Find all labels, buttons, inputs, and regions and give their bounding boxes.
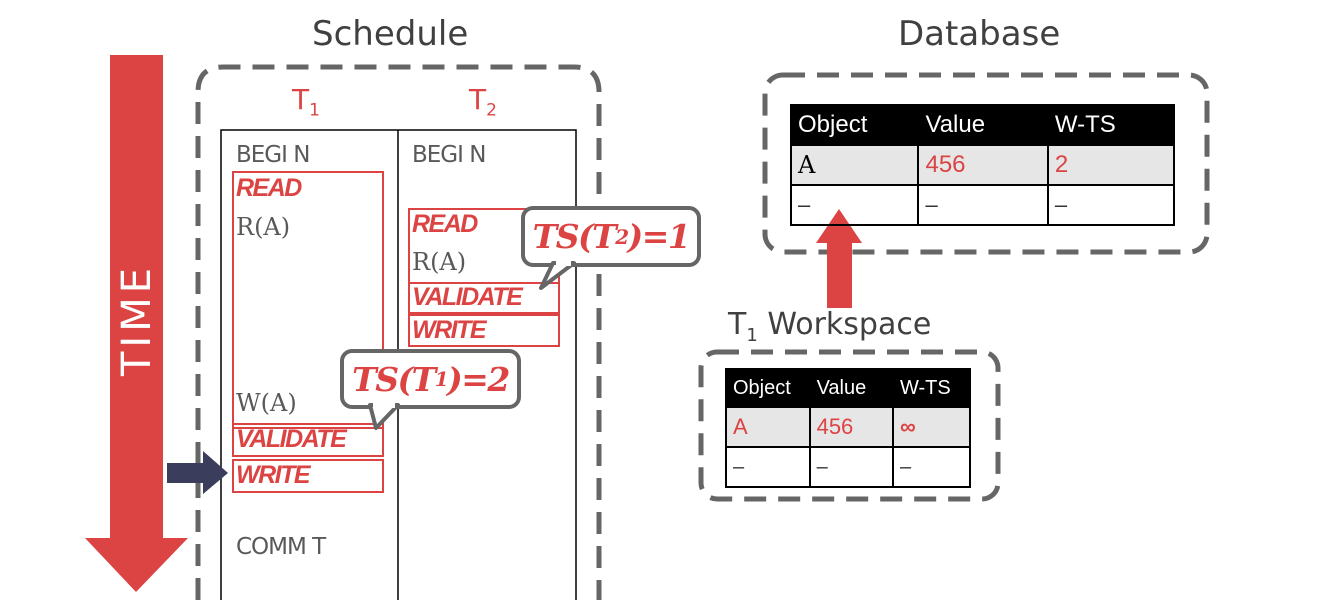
t1-read-phase-label: READ: [236, 174, 302, 202]
ws-col-value: Value: [808, 368, 894, 408]
schedule-frame: [167, 64, 602, 600]
t2-validate-phase-box: [408, 282, 560, 314]
ws-col-object: Object: [725, 368, 811, 408]
db-col-wts: W-TS: [1046, 104, 1176, 146]
database-header-row: Object Value W-TS: [789, 104, 1176, 146]
t1-write-op: W(A): [236, 389, 297, 417]
t1-commit: COMM T: [236, 534, 326, 560]
t2-read-op: R(A): [412, 248, 467, 276]
t1-begin: BEGI N: [236, 142, 310, 168]
t2-read-phase-label: READ: [412, 210, 478, 238]
current-step-arrow: [167, 451, 228, 494]
workspace-title: T1 Workspace: [728, 307, 932, 346]
t1-read-phase-box: [232, 171, 384, 429]
db-col-value: Value: [917, 104, 1049, 146]
db-col-object: Object: [789, 104, 920, 146]
table-row: A 456 ∞: [725, 406, 972, 448]
schedule-title: Schedule: [312, 14, 469, 54]
t2-header: T2: [469, 83, 497, 121]
t1-write-phase-label: WRITE: [236, 461, 311, 489]
database-title: Database: [898, 14, 1061, 54]
table-row: A 456 2: [789, 144, 1176, 186]
t2-write-phase-label: WRITE: [412, 316, 487, 344]
t1-validate-phase-label: VALIDATE: [236, 425, 347, 453]
t1-validate-phase-box: [232, 423, 384, 457]
workspace-header-row: Object Value W-TS: [725, 368, 972, 408]
time-arrow: [85, 55, 188, 592]
table-row: – – –: [789, 184, 1176, 226]
workspace-table: Object Value W-TS A 456 ∞ – – –: [725, 368, 972, 488]
t1-read-op: R(A): [236, 213, 291, 241]
table-row: – – –: [725, 446, 972, 488]
t1-write-phase-box: [232, 459, 384, 493]
t2-validate-phase-label: VALIDATE: [412, 283, 523, 311]
callout-tails: [368, 260, 576, 430]
flush-arrow: [816, 209, 862, 308]
t1-header: T1: [292, 83, 320, 121]
database-table: Object Value W-TS A 456 2 – – –: [789, 104, 1176, 226]
t2-begin: BEGI N: [412, 142, 486, 168]
t2-write-phase-box: [408, 314, 560, 347]
ws-col-wts: W-TS: [891, 368, 972, 408]
